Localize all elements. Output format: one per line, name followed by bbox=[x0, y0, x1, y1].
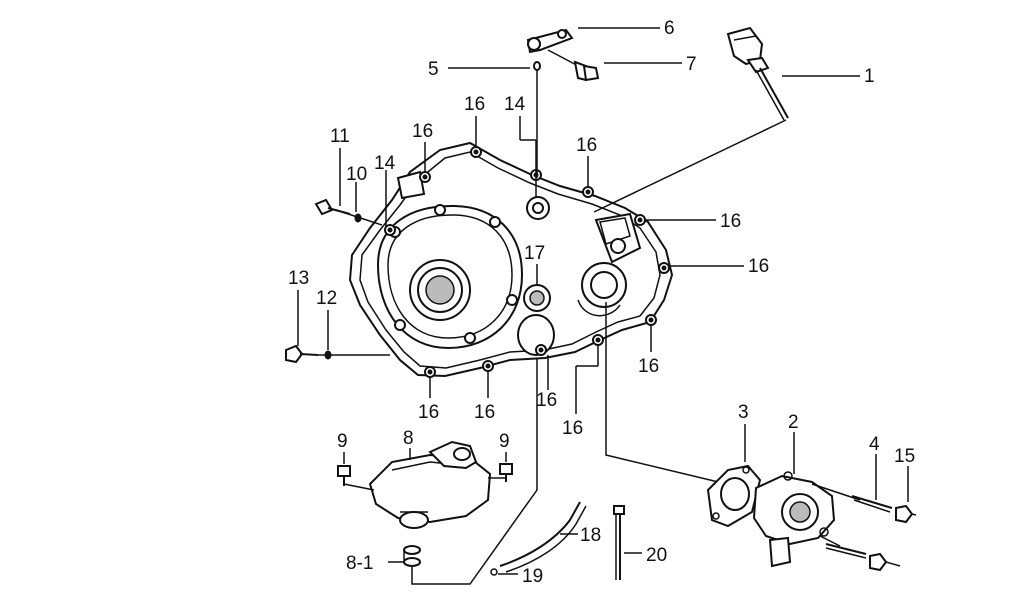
nut-15-upper bbox=[895, 504, 917, 524]
callout-5: 5 bbox=[428, 59, 439, 80]
callout-leaders bbox=[297, 27, 909, 575]
stud-bolt-4-upper bbox=[811, 483, 893, 513]
callout-9-left: 9 bbox=[337, 431, 348, 452]
bolt-9-left bbox=[337, 465, 375, 491]
o-ring-8-1 bbox=[403, 545, 421, 567]
callout-11: 11 bbox=[330, 126, 350, 147]
callout-2: 2 bbox=[788, 412, 799, 433]
callout-16-bottom-mid: 16 bbox=[474, 402, 495, 423]
callout-6: 6 bbox=[664, 18, 675, 39]
callout-14-top: 14 bbox=[504, 94, 526, 115]
callout-4: 4 bbox=[869, 434, 880, 455]
leader-line-seal bbox=[411, 358, 538, 585]
washer-5 bbox=[533, 61, 541, 178]
hose-18 bbox=[499, 501, 587, 573]
callout-1: 1 bbox=[864, 66, 875, 87]
cable-tie-20 bbox=[613, 505, 625, 580]
clip-19 bbox=[490, 568, 498, 576]
callout-16-upper-left: 16 bbox=[412, 121, 433, 142]
bolt-7 bbox=[547, 49, 600, 82]
callout-3: 3 bbox=[738, 402, 749, 423]
bolt-9-right bbox=[488, 463, 513, 482]
callout-18: 18 bbox=[580, 525, 601, 546]
dipstick-1 bbox=[593, 26, 789, 213]
washer-12 bbox=[324, 350, 332, 360]
water-pump-2 bbox=[752, 471, 836, 568]
leader-line-pump bbox=[605, 302, 736, 487]
bolt-11 bbox=[314, 198, 383, 226]
callout-16-upper-right: 16 bbox=[576, 135, 597, 156]
callout-20: 20 bbox=[646, 545, 667, 566]
callout-17: 17 bbox=[524, 243, 545, 264]
callout-15: 15 bbox=[894, 446, 915, 467]
stud-bolt-4-lower bbox=[819, 535, 867, 559]
callout-16-bottom-left: 16 bbox=[418, 402, 439, 423]
gasket-3 bbox=[706, 464, 762, 528]
bracket-6 bbox=[526, 28, 574, 54]
callout-16-right-lower: 16 bbox=[638, 356, 659, 377]
nut-15-lower bbox=[869, 552, 901, 572]
callout-14-left: 14 bbox=[374, 153, 396, 174]
callout-16-bottom-right: 16 bbox=[562, 418, 583, 439]
callout-10: 10 bbox=[346, 164, 367, 185]
callout-7: 7 bbox=[686, 54, 697, 75]
washer-10 bbox=[354, 213, 362, 223]
crankcase-cover bbox=[348, 141, 674, 378]
callout-9-right: 9 bbox=[499, 431, 510, 452]
callout-13: 13 bbox=[288, 268, 309, 289]
callout-8: 8 bbox=[403, 428, 414, 449]
callout-16-bottom-center: 16 bbox=[536, 390, 557, 411]
pump-cover-8 bbox=[368, 440, 492, 529]
callout-16-top: 16 bbox=[464, 94, 485, 115]
bolt-13 bbox=[285, 344, 390, 364]
callout-12: 12 bbox=[316, 288, 337, 309]
callout-19: 19 bbox=[522, 566, 543, 587]
callout-8-1: 8-1 bbox=[346, 553, 373, 574]
callout-labels: 6 7 5 1 16 14 11 16 16 14 10 16 17 16 13… bbox=[288, 18, 915, 587]
callout-16-right-upper: 16 bbox=[720, 211, 741, 232]
callout-16-right: 16 bbox=[748, 256, 769, 277]
